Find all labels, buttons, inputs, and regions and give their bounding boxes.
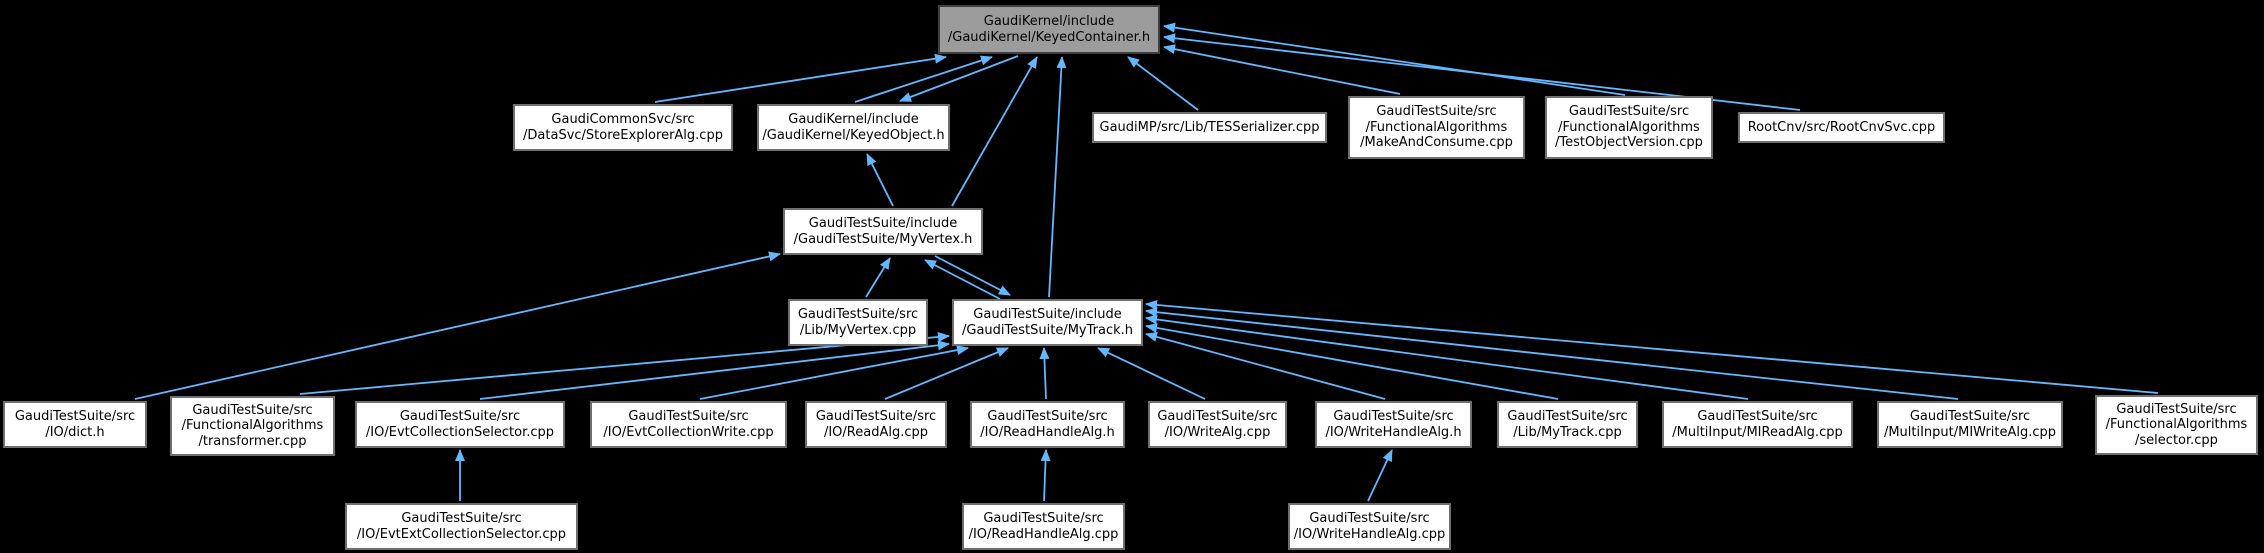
include-edge-selector-to-mytrackh <box>1145 299 2159 394</box>
include-edge-mytrackh-to-myvertexh <box>924 259 1001 300</box>
graph-node-selector[interactable]: GaudiTestSuite/src /FunctionalAlgorithms… <box>2095 395 2258 455</box>
graph-node-testobjectversion[interactable]: GaudiTestSuite/src /FunctionalAlgorithms… <box>1545 96 1713 159</box>
graph-node-rootcnvsvc[interactable]: RootCnv/src/RootCnvSvc.cpp <box>1738 112 1945 143</box>
include-edge-readhandlealgcpp-to-readhandlealgh <box>1040 449 1051 502</box>
include-edge-readhandlealgh-to-mytrackh <box>1039 347 1050 400</box>
graph-node-keyedcontainer: GaudiKernel/include /GaudiKernel/KeyedCo… <box>938 5 1160 54</box>
include-edge-writealg-to-mytrackh <box>1097 347 1206 400</box>
include-edge-mytrackh-to-keyedcontainer <box>1048 56 1067 298</box>
include-edge-readalg-to-mytrackh <box>884 347 1009 400</box>
graph-node-readalg[interactable]: GaudiTestSuite/src /IO/ReadAlg.cpp <box>805 401 947 448</box>
include-edge-miwritealg-to-mytrackh <box>1145 307 1959 400</box>
include-edge-evtcollectionselector-to-mytrackh <box>479 340 950 400</box>
graph-node-writehandlealgcpp[interactable]: GaudiTestSuite/src /IO/WriteHandleAlg.cp… <box>1288 503 1451 550</box>
include-edge-makeandconsume-to-keyedcontainer <box>1163 44 1401 95</box>
include-edge-tesserializer-to-keyedcontainer <box>1127 56 1199 111</box>
graph-node-writehandlealgh[interactable]: GaudiTestSuite/src /IO/WriteHandleAlg.h <box>1315 401 1472 448</box>
graph-node-mireadalg[interactable]: GaudiTestSuite/src /MultiInput/MIReadAlg… <box>1662 401 1853 448</box>
include-edge-writehandlealgcpp-to-writehandlealgh <box>1367 449 1393 502</box>
graph-node-myvertexh[interactable]: GaudiTestSuite/include /GaudiTestSuite/M… <box>783 208 983 255</box>
include-edge-myvertexh-to-mytrackh <box>934 255 1011 296</box>
graph-node-evtcollectionwrite[interactable]: GaudiTestSuite/src /IO/EvtCollectionWrit… <box>590 401 787 448</box>
include-edge-keyedobject-to-keyedcontainer <box>854 55 993 103</box>
graph-node-evtextcollectionselector[interactable]: GaudiTestSuite/src /IO/EvtExtCollectionS… <box>345 503 578 550</box>
include-edge-writehandlealgh-to-mytrackh <box>1145 332 1386 400</box>
include-edge-mireadalg-to-mytrackh <box>1145 314 1749 400</box>
include-edge-myvertexh-to-keyedobject <box>866 153 894 207</box>
graph-node-readhandlealgh[interactable]: GaudiTestSuite/src /IO/ReadHandleAlg.h <box>970 401 1125 448</box>
include-edge-testobjectversion-to-keyedcontainer <box>1163 22 1626 96</box>
include-edge-keyedcontainer-to-keyedobject <box>899 55 1019 102</box>
include-edge-myvertexcpp-to-myvertexh <box>865 257 891 298</box>
graph-node-storeexplorer[interactable]: GaudiCommonSvc/src /DataSvc/StoreExplore… <box>513 104 733 151</box>
graph-node-mytrackcpp[interactable]: GaudiTestSuite/src /Lib/MyTrack.cpp <box>1497 401 1638 448</box>
graph-node-readhandlealgcpp[interactable]: GaudiTestSuite/src /IO/ReadHandleAlg.cpp <box>962 503 1125 550</box>
graph-node-makeandconsume[interactable]: GaudiTestSuite/src /FunctionalAlgorithms… <box>1348 96 1525 159</box>
graph-node-mytrackh[interactable]: GaudiTestSuite/include /GaudiTestSuite/M… <box>952 299 1143 346</box>
graph-node-tesserializer[interactable]: GaudiMP/src/Lib/TESSerializer.cpp <box>1092 112 1327 143</box>
graph-node-transformer[interactable]: GaudiTestSuite/src /FunctionalAlgorithms… <box>170 396 335 456</box>
graph-node-miwritealg[interactable]: GaudiTestSuite/src /MultiInput/MIWriteAl… <box>1877 401 2063 448</box>
graph-node-myvertexcpp[interactable]: GaudiTestSuite/src /Lib/MyVertex.cpp <box>788 299 928 346</box>
graph-node-dicth[interactable]: GaudiTestSuite/src /IO/dict.h <box>3 401 147 448</box>
include-edge-dicth-to-myvertexh <box>134 251 781 400</box>
include-edge-evtcollectionwrite-to-mytrackh <box>699 345 969 400</box>
include-edge-myvertexh-to-keyedcontainer <box>951 56 1038 207</box>
include-edge-storeexplorer-to-keyedcontainer <box>654 53 947 103</box>
graph-node-evtcollectionselector[interactable]: GaudiTestSuite/src /IO/EvtCollectionSele… <box>355 401 565 448</box>
graph-node-writealg[interactable]: GaudiTestSuite/src /IO/WriteAlg.cpp <box>1148 401 1287 448</box>
include-edge-mytrackcpp-to-mytrackh <box>1145 322 1559 400</box>
graph-node-keyedobject[interactable]: GaudiKernel/include /GaudiKernel/KeyedOb… <box>757 104 950 151</box>
